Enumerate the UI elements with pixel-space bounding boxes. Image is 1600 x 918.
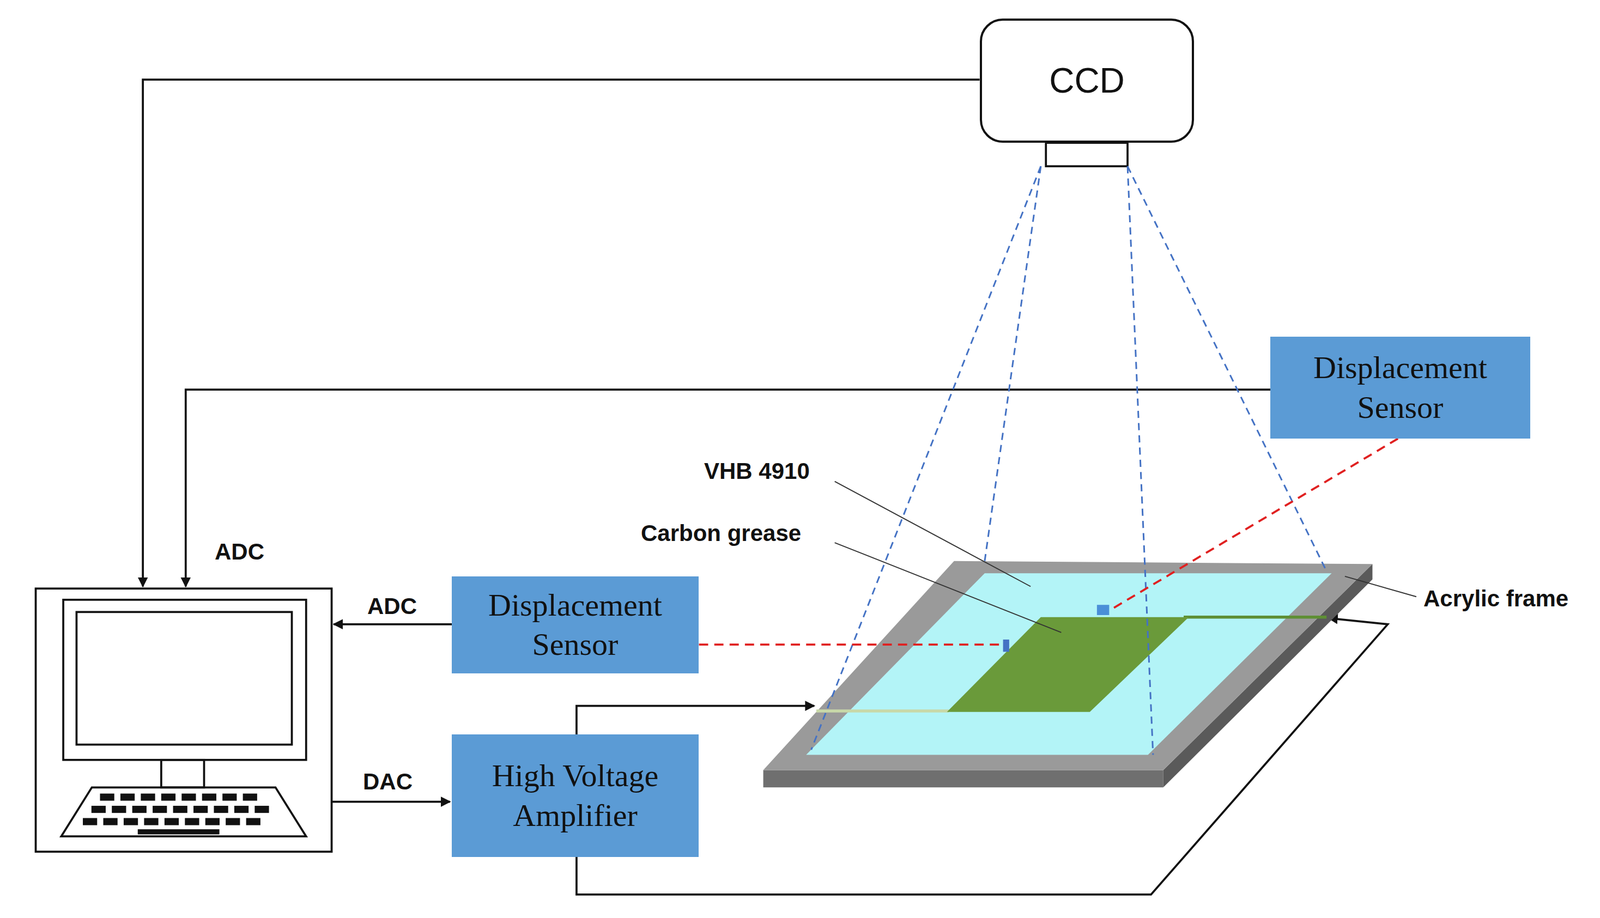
reflector-target	[1097, 604, 1109, 616]
part-label: Acrylic frame	[1421, 586, 1571, 612]
amplifier-box: High Voltage Amplifier	[451, 734, 699, 858]
box-label: Displacement Sensor	[1280, 348, 1521, 428]
sensor-box: Displacement Sensor	[451, 576, 699, 674]
key	[120, 794, 135, 802]
key	[140, 794, 155, 802]
reflector-target	[1003, 639, 1010, 652]
laser-beams	[699, 438, 1399, 645]
box-label: High Voltage Amplifier	[461, 756, 689, 836]
acrylic-frame	[763, 561, 1373, 789]
signal-label: ADC	[365, 594, 420, 620]
leader-lines	[834, 481, 1417, 633]
vhb-membrane	[805, 573, 1332, 755]
key	[246, 818, 261, 826]
carbon-grease-electrode	[947, 617, 1190, 713]
ccd-lens	[1045, 142, 1128, 167]
key	[202, 794, 217, 802]
box-label: Displacement Sensor	[461, 585, 689, 665]
key	[193, 805, 208, 814]
key	[143, 818, 159, 826]
key	[82, 818, 98, 826]
part-label: Carbon grease	[638, 520, 804, 547]
sensor-box: Displacement Sensor	[1270, 336, 1531, 439]
box-label: CCD	[1049, 60, 1125, 101]
key	[111, 805, 126, 814]
key	[123, 818, 138, 826]
keyboard-keys	[82, 794, 270, 835]
key	[222, 794, 237, 802]
signal-wires	[142, 79, 1388, 895]
key	[254, 805, 269, 814]
spacebar	[137, 829, 220, 835]
key	[102, 818, 118, 826]
key	[213, 805, 228, 814]
camera-box: CCD	[979, 18, 1195, 143]
key	[173, 805, 188, 814]
computer-icon	[35, 588, 332, 852]
key	[243, 794, 258, 802]
part-label: VHB 4910	[701, 458, 812, 484]
key	[152, 805, 167, 814]
key	[161, 794, 176, 802]
key	[132, 805, 147, 814]
key	[234, 805, 249, 814]
key	[164, 818, 179, 826]
key	[91, 805, 106, 814]
key	[205, 818, 220, 826]
key	[225, 818, 240, 826]
signal-label: ADC	[212, 539, 267, 565]
camera-view-lines	[811, 166, 1327, 755]
key	[181, 794, 196, 802]
key	[184, 818, 199, 826]
key	[100, 794, 115, 802]
signal-label: DAC	[360, 769, 415, 795]
